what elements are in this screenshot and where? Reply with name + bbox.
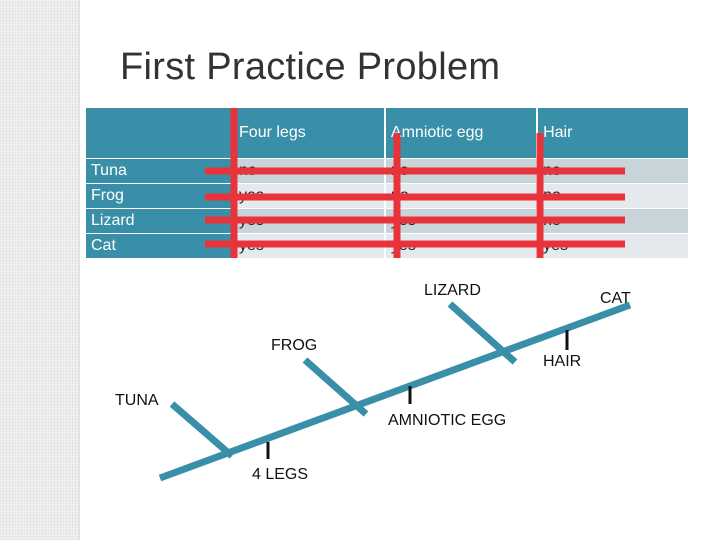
branch-lizard [447,301,518,365]
table-header-hair: Hair [537,108,688,159]
slide-left-band [0,0,80,540]
branch-tuna [169,401,235,459]
cladogram-main-branch [158,301,632,482]
trait-label-amniotic-egg: AMNIOTIC EGG [388,412,507,429]
table-header-four-legs: Four legs [233,108,386,159]
table-header-amniotic-egg: Amniotic egg [384,108,539,159]
trait-ticks [266,330,569,459]
trait-label-four-legs: 4 LEGS [252,466,309,483]
taxon-label-tuna: TUNA [115,392,159,409]
cladogram [158,301,632,482]
trait-label-hair: HAIR [543,353,582,370]
row-label-frog: Frog [86,183,235,209]
taxon-label-cat: CAT [600,290,631,307]
taxon-label-lizard: LIZARD [424,282,481,299]
taxon-label-frog: FROG [271,337,318,354]
strike-marks [205,108,625,258]
slide-left-band-edge [78,0,80,540]
slide-title: First Practice Problem [120,46,501,88]
branch-frog [302,357,369,417]
